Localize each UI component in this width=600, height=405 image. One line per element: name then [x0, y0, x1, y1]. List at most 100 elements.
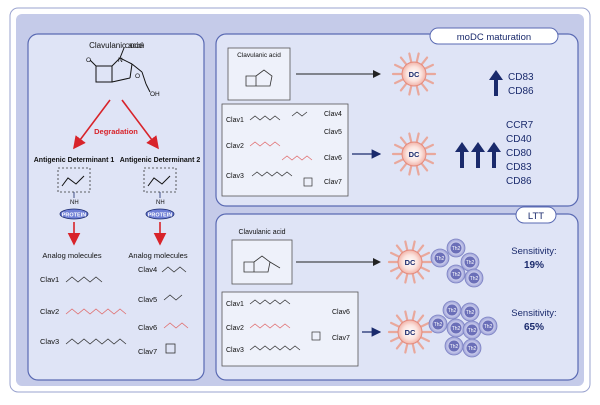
modc-clav7: Clav7	[324, 179, 342, 186]
th2-nucleus	[446, 304, 458, 316]
modc-clav1: Clav1	[226, 117, 244, 124]
marker-ccr7: CCR7	[506, 120, 534, 131]
th2-nucleus	[468, 272, 480, 284]
th2-label: Th2	[448, 308, 457, 314]
clavulanic-acid-structure	[89, 47, 151, 93]
dc-label: DC	[405, 258, 416, 267]
determinant-2-title: Antigenic Determinant 2	[120, 157, 201, 164]
clav2-label-left: Clav2	[40, 307, 59, 316]
marker-cd86-1: CD86	[508, 86, 534, 97]
th2-label: Th2	[452, 272, 461, 278]
th2-label: Th2	[452, 246, 461, 252]
marker-cd80: CD80	[506, 148, 532, 159]
ltt-dendritic-cell-1: DC	[387, 240, 433, 284]
dc-label: DC	[405, 328, 416, 337]
up-arrow-4	[487, 142, 501, 168]
clav7-structure-left	[165, 343, 176, 354]
oh-label: OH	[150, 91, 160, 98]
th2-label: Th2	[468, 328, 477, 334]
determinant-2-nh: NH	[156, 200, 165, 206]
degradation-arrow-right	[121, 99, 159, 150]
determinant-1-structure	[61, 175, 85, 187]
modc-clav5: Clav5	[324, 129, 342, 136]
determinant-1-nh: NH	[70, 200, 79, 206]
sensitivity-label-2: Sensitivity:	[511, 308, 556, 319]
th2-label: Th2	[452, 326, 461, 332]
ltt-clav7: Clav7	[332, 335, 350, 342]
th2-nucleus	[432, 318, 444, 330]
marker-cd86-2: CD86	[506, 176, 532, 187]
th2-label: Th2	[450, 344, 459, 350]
clav1-label-left: Clav1	[40, 275, 59, 284]
th2-nucleus	[466, 342, 478, 354]
modc-clav3: Clav3	[226, 173, 244, 180]
ltt-clav-box	[231, 239, 293, 285]
modc-clav6: Clav6	[324, 155, 342, 162]
ltt-clav1: Clav1	[226, 301, 244, 308]
ltt-clav2: Clav2	[226, 325, 244, 332]
analog-molecules-label-2: Analog molecules	[128, 251, 187, 260]
clav3-structure-left	[65, 338, 127, 345]
th2-nucleus	[434, 252, 446, 264]
marker-cd83-1: CD83	[508, 72, 534, 83]
clav4-label-left: Clav4	[138, 265, 157, 274]
th2-label: Th2	[468, 346, 477, 352]
ltt-dendritic-cell-2: DC	[387, 310, 433, 354]
th2-label: Th2	[484, 324, 493, 330]
modc-dendritic-cell-1: DC	[391, 52, 437, 96]
modc-maturation-panel: moDC maturation Clavulanic acid Clav1 Cl…	[215, 27, 579, 207]
dc-body	[397, 249, 423, 275]
protein-label-2: PROTEIN	[148, 213, 172, 219]
ltt-clav6: Clav6	[332, 309, 350, 316]
sensitivity-label-1: Sensitivity:	[511, 246, 556, 257]
th2-nucleus	[482, 320, 494, 332]
dc-label: DC	[409, 70, 420, 79]
modc-clav-structure	[245, 69, 273, 87]
o-atom-label: O	[135, 73, 140, 80]
protein-ellipse-1	[59, 208, 89, 220]
left-panel: Clavulanic acid N COOH O OH O Degradatio…	[27, 33, 205, 381]
ltt-clav-label: Clavulanic acid	[238, 229, 285, 236]
left-panel-title: Clavulanic acid	[89, 41, 143, 50]
th2-nucleus	[464, 256, 476, 268]
protein-ellipse-2	[145, 208, 175, 220]
clav6-label-left: Clav6	[138, 323, 157, 332]
ltt-clav-structure	[243, 255, 281, 273]
determinant-2-structure	[147, 175, 171, 187]
marker-cd40: CD40	[506, 134, 532, 145]
ltt-title: LTT	[528, 211, 544, 222]
sensitivity-value-1: 19%	[524, 260, 544, 271]
carbonyl-o-label: O	[86, 57, 91, 64]
clav7-label-left: Clav7	[138, 347, 157, 356]
modc-clav4: Clav4	[324, 111, 342, 118]
degradation-label: Degradation	[94, 127, 138, 136]
dc-body	[397, 319, 423, 345]
modc-clav-label: Clavulanic acid	[237, 52, 281, 59]
ltt-panel: LTT Clavulanic acid Clav1 Clav2 Clav3 Cl…	[215, 206, 579, 381]
th2-nucleus	[448, 340, 460, 352]
th2-nucleus	[450, 268, 462, 280]
th2-nucleus	[450, 322, 462, 334]
analog-molecules-label-1: Analog molecules	[42, 251, 101, 260]
up-arrow-2	[455, 142, 469, 168]
clav3-label-left: Clav3	[40, 337, 59, 346]
dc-body	[401, 61, 427, 87]
clav5-structure-left	[163, 294, 183, 301]
ltt-title-pill	[515, 206, 557, 224]
th2-label: Th2	[470, 276, 479, 282]
clav2-structure-left	[65, 308, 127, 315]
th2-label: Th2	[466, 260, 475, 266]
modc-clav-series-box	[221, 103, 349, 197]
modc-dendritic-cell-2: DC	[391, 132, 437, 176]
th2-label: Th2	[434, 322, 443, 328]
determinant-1-title: Antigenic Determinant 1	[34, 157, 115, 164]
dc-label: DC	[409, 150, 420, 159]
marker-cd83-2: CD83	[506, 162, 532, 173]
clav4-structure-left	[161, 266, 187, 273]
th2-nucleus	[464, 306, 476, 318]
protein-label-1: PROTEIN	[62, 213, 86, 219]
clav6-structure-left	[163, 322, 189, 329]
th2-label: Th2	[436, 256, 445, 262]
cooh-label: COOH	[125, 43, 145, 50]
